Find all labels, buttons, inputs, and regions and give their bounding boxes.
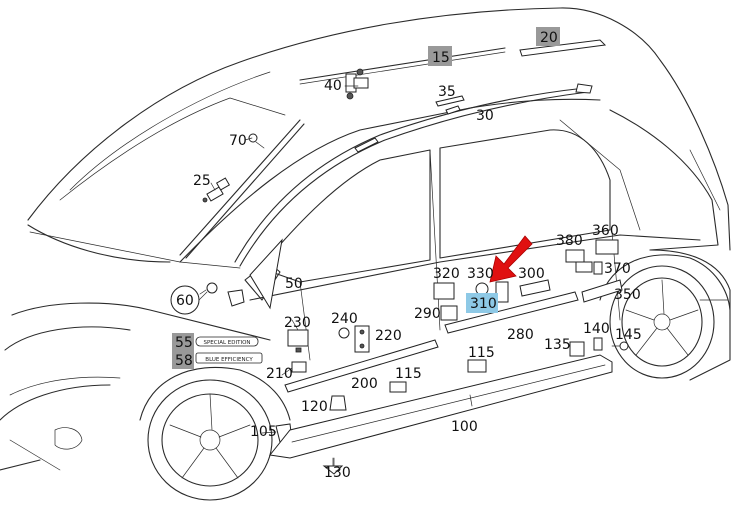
sill-100: [269, 354, 613, 459]
clip-360: [595, 239, 619, 255]
clip-290: [440, 305, 458, 321]
moulding-200: [284, 339, 439, 393]
clip-320: [433, 282, 455, 300]
callout-120: 120: [301, 399, 328, 415]
clip-145: [619, 341, 629, 351]
callout-210: 210: [266, 366, 293, 382]
clip-120: [329, 395, 347, 411]
callout-290: 290: [414, 306, 441, 322]
callout-380: 380: [556, 233, 583, 249]
callout-box-20: [536, 27, 560, 46]
callout-115a: 115: [395, 366, 422, 382]
callout-200: 200: [351, 376, 378, 392]
callout-50: 50: [285, 276, 303, 292]
callout-58: 58: [175, 353, 193, 369]
clip-240: [338, 327, 350, 339]
clip-300: [519, 279, 551, 297]
callout-labels: 20 15 40 35 30 70 25 60 50 55 58 230 240…: [175, 30, 642, 481]
callout-60: 60: [176, 293, 194, 309]
sill-mouldings: [269, 291, 613, 459]
badge-special-edition: SPECIAL EDITION: [195, 336, 259, 347]
callout-140: 140: [583, 321, 610, 337]
svg-text:SPECIAL EDITION: SPECIAL EDITION: [203, 340, 250, 346]
clip-70: [248, 133, 265, 149]
callout-25: 25: [193, 173, 211, 189]
callout-40: 40: [324, 78, 342, 94]
callout-310: 310: [470, 296, 497, 312]
callout-box-55: [172, 333, 194, 351]
callout-135: 135: [544, 337, 571, 353]
callout-15: 15: [432, 50, 450, 66]
callout-280: 280: [507, 327, 534, 343]
car-body-outline: [0, 7, 731, 471]
callout-145: 145: [615, 327, 642, 343]
clip-140: [593, 337, 603, 351]
svg-text:BLUE EFFICIENCY: BLUE EFFICIENCY: [205, 357, 253, 363]
callout-30: 30: [476, 108, 494, 124]
callout-240: 240: [331, 311, 358, 327]
rear-wheel: [599, 254, 731, 379]
callout-105: 105: [250, 424, 277, 440]
roof-rail-20: [519, 39, 607, 57]
clip-370: [593, 261, 603, 275]
clip-210: [291, 361, 307, 373]
badge-blue-efficiency: BLUE EFFICIENCY: [195, 352, 263, 364]
callout-100: 100: [451, 419, 478, 435]
callout-360: 360: [592, 223, 619, 239]
callout-box-58: [172, 351, 194, 369]
pointer-arrow: [489, 235, 533, 283]
clip-25: [202, 177, 231, 203]
clip-230: [287, 329, 309, 347]
roof-rails: [179, 39, 607, 267]
cover-50: [249, 238, 283, 310]
callout-115b: 115: [468, 345, 495, 361]
clip-220: [354, 325, 370, 353]
roof-trim-30: [234, 87, 586, 263]
clip-35: [435, 95, 465, 107]
leader-lines: [198, 85, 473, 467]
bracket-40: [345, 68, 369, 100]
callout-70: 70: [229, 133, 247, 149]
callout-370: 370: [604, 261, 631, 277]
callout-box-15: [428, 46, 452, 66]
callout-350: 350: [614, 287, 641, 303]
callout-circle-60: [170, 285, 200, 315]
callout-220: 220: [375, 328, 402, 344]
part-60: [199, 282, 245, 307]
trim-350: [581, 279, 623, 303]
clip-310: [495, 281, 509, 303]
callout-330: 330: [467, 266, 494, 282]
clip-380: [565, 249, 585, 263]
callout-130: 130: [324, 465, 351, 481]
clip-115b: [467, 359, 487, 373]
callout-230: 230: [284, 315, 311, 331]
callout-300: 300: [518, 266, 545, 282]
roof-rail-15: [299, 47, 506, 81]
moulding-280: [444, 291, 579, 334]
small-parts: [199, 68, 629, 475]
callout-20: 20: [540, 30, 558, 46]
front-wheel: [139, 366, 291, 501]
callout-35: 35: [438, 84, 456, 100]
clip-115a: [389, 381, 407, 393]
callout-55: 55: [175, 335, 193, 351]
clip-135: [569, 341, 585, 357]
callout-320: 320: [433, 266, 460, 282]
callout-box-310: [466, 293, 498, 313]
